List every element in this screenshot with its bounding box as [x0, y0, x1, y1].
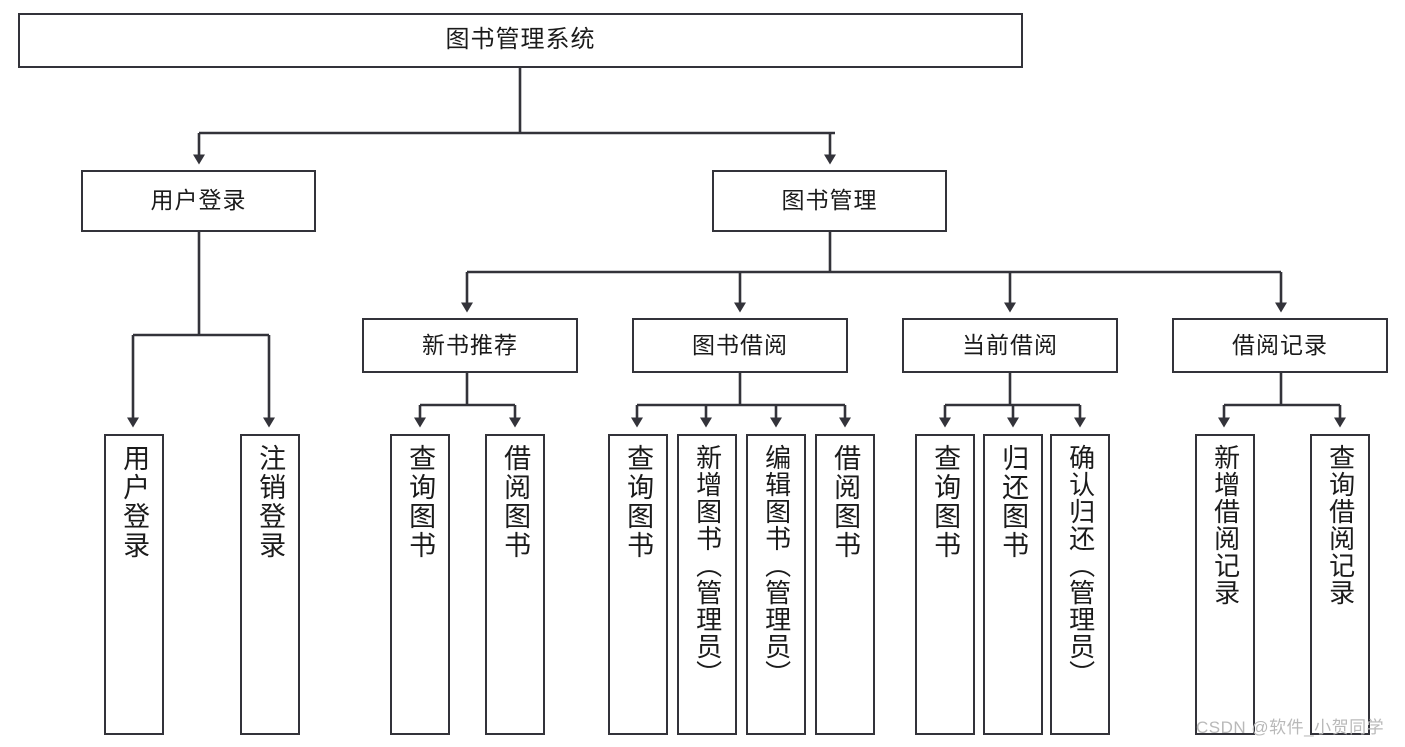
node-book-borrowing[interactable]: 图书借阅 — [632, 318, 848, 373]
leaf-current-query-book[interactable]: 查询图书 — [915, 434, 975, 735]
leaf-borrow-query-book[interactable]: 查询图书 — [608, 434, 668, 735]
leaf-recommend-borrow-book[interactable]: 借阅图书 — [485, 434, 545, 735]
leaf-borrow-edit-book-admin[interactable]: 编辑图书（管理员） — [746, 434, 806, 735]
node-label: 借阅图书 — [500, 444, 531, 560]
node-label: 借阅图书 — [830, 444, 861, 560]
node-label: 编辑图书（管理员） — [761, 444, 792, 687]
node-current-borrowing[interactable]: 当前借阅 — [902, 318, 1118, 373]
node-label: 图书管理 — [781, 187, 878, 214]
node-label: 新增图书（管理员） — [692, 444, 723, 687]
leaf-user-login[interactable]: 用户登录 — [104, 434, 164, 735]
csdn-watermark: CSDN @软件_小贺同学 — [1196, 718, 1385, 737]
node-book-management[interactable]: 图书管理 — [712, 170, 947, 232]
leaf-borrow-borrow-book[interactable]: 借阅图书 — [815, 434, 875, 735]
leaf-current-confirm-return-admin[interactable]: 确认归还（管理员） — [1050, 434, 1110, 735]
node-label: 归还图书 — [998, 444, 1029, 560]
leaf-current-return-book[interactable]: 归还图书 — [983, 434, 1043, 735]
node-new-book-recommendation[interactable]: 新书推荐 — [362, 318, 578, 373]
node-label: 查询图书 — [930, 444, 961, 560]
leaf-logout[interactable]: 注销登录 — [240, 434, 300, 735]
node-label: 查询图书 — [623, 444, 654, 560]
node-label: 新书推荐 — [422, 331, 518, 358]
node-label: 确认归还（管理员） — [1065, 444, 1096, 687]
leaf-record-query[interactable]: 查询借阅记录 — [1310, 434, 1370, 735]
node-label: 图书借阅 — [692, 331, 788, 358]
node-label: 查询借阅记录 — [1325, 444, 1356, 606]
node-user-login[interactable]: 用户登录 — [81, 170, 316, 232]
node-label: 新增借阅记录 — [1210, 444, 1241, 606]
node-label: 注销登录 — [255, 444, 286, 560]
node-label: 用户登录 — [119, 444, 150, 560]
node-label: 用户登录 — [150, 187, 247, 214]
leaf-recommend-query-book[interactable]: 查询图书 — [390, 434, 450, 735]
node-label: 图书管理系统 — [445, 26, 596, 54]
node-label: 借阅记录 — [1232, 331, 1328, 358]
node-label: 当前借阅 — [962, 331, 1058, 358]
node-borrowing-record[interactable]: 借阅记录 — [1172, 318, 1388, 373]
node-label: 查询图书 — [405, 444, 436, 560]
leaf-borrow-add-book-admin[interactable]: 新增图书（管理员） — [677, 434, 737, 735]
node-root-book-management-system[interactable]: 图书管理系统 — [18, 13, 1023, 68]
leaf-record-add[interactable]: 新增借阅记录 — [1195, 434, 1255, 735]
